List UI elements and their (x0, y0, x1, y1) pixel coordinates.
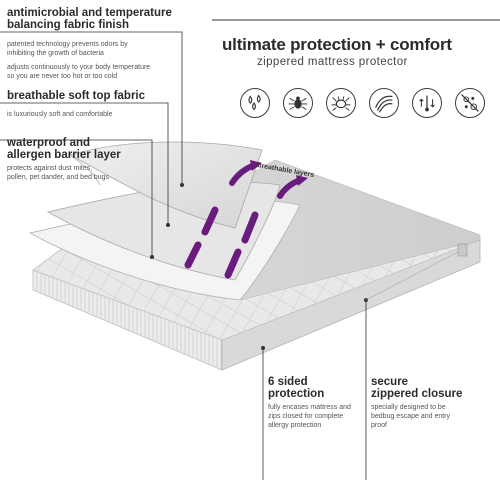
layer-curl-edge (69, 154, 101, 186)
breathable-arrowhead-2 (296, 175, 308, 186)
waterproof-desc-line2: pollen, pet dander, and bed bugs (7, 174, 109, 181)
callout-line-breathable (0, 102, 169, 225)
antimicrobial-desc-1: patented technology prevents odors by in… (7, 40, 128, 58)
antimicrobial-heading-line2: balancing fabric finish (7, 19, 130, 31)
page-title: ultimate protection + comfort (222, 35, 452, 54)
zippered-desc-line3: proof (371, 422, 387, 429)
breathable-strand-4 (224, 248, 242, 279)
six-sided-heading-line1: 6 sided (268, 376, 308, 388)
six-sided-desc-line2: zips closed for complete (268, 413, 344, 420)
dust-mite-icon (283, 88, 313, 118)
zippered-heading: secure zippered closure (371, 376, 462, 400)
antimicrobial-desc-1-line1: patented technology prevents odors by (7, 41, 128, 48)
waterproof-heading-line2: allergen barrier layer (7, 149, 121, 161)
antimicrobial-desc-2-line1: adjusts continuously to your body temper… (7, 64, 151, 71)
waterproof-desc-line1: protects against dust mites, (7, 165, 93, 172)
zippered-desc: specially designed to be bedbug escape a… (371, 403, 450, 430)
breathable-desc: is luxuriously soft and comfortable (7, 111, 113, 118)
breathable-strand-1 (201, 206, 219, 236)
zippered-heading-line2: zippered closure (371, 388, 463, 400)
mattress-front-side-ribs (33, 270, 222, 370)
six-sided-desc: fully encases mattress and zips closed f… (268, 403, 351, 430)
bed-bug-icon (326, 88, 356, 118)
zippered-desc-line1: specially designed to be (371, 404, 446, 411)
zipper-tab (457, 243, 468, 257)
zippered-desc-line2: bedbug escape and entry (371, 413, 451, 420)
page-subtitle: zippered mattress protector (257, 56, 408, 68)
callout-line-waterproof (0, 139, 153, 257)
waterproof-heading: waterproof and allergen barrier layer (7, 137, 121, 161)
callout-dot-waterproof (150, 255, 154, 259)
breathable-arrowhead-1 (250, 160, 262, 171)
no-bacteria-icon (455, 88, 485, 118)
zippered-heading-line1: secure (371, 376, 409, 388)
breathable-heading: breathable soft top fabric (7, 90, 146, 102)
breathable-strand-3 (184, 241, 202, 269)
six-sided-heading-line2: protection (268, 388, 325, 400)
temperature-icon (412, 88, 442, 118)
antimicrobial-desc-1-line2: inhibiting the growth of bacteria (7, 50, 104, 57)
waterproof-heading-line1: waterproof and (7, 137, 91, 149)
layers-icon (369, 88, 399, 118)
antimicrobial-layer (68, 141, 263, 229)
six-sided-desc-line3: allergy protection (268, 422, 322, 429)
six-sided-desc-line1: fully encases mattress and (268, 404, 351, 411)
callout-dot-antimicrobial (180, 183, 184, 187)
six-sided-heading: 6 sided protection (268, 376, 324, 400)
zipper-leader-line (365, 251, 459, 301)
antimicrobial-desc-2-line2: so you are never too hot or too cold (7, 73, 118, 80)
breathable-strand-2 (241, 211, 259, 244)
waterproof-desc: protects against dust mites, pollen, pet… (7, 164, 109, 182)
antimicrobial-desc-2: adjusts continuously to your body temper… (7, 63, 150, 81)
callout-line-antimicrobial (0, 31, 183, 185)
callout-dot-breathable (166, 223, 170, 227)
callout-dot-six-sided (261, 346, 265, 350)
antimicrobial-heading-line1: antimicrobial and temperature (7, 7, 172, 19)
antimicrobial-heading: antimicrobial and temperature balancing … (7, 7, 172, 31)
water-drops-icon (240, 88, 270, 118)
